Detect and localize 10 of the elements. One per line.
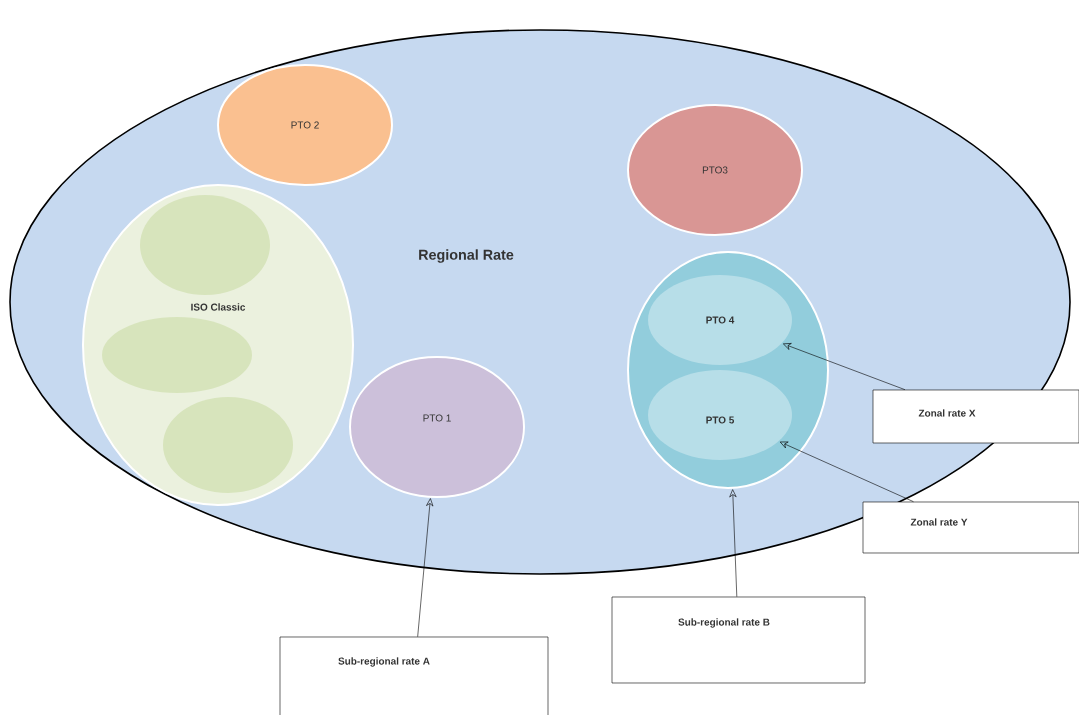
- ellipse: [163, 397, 293, 493]
- text-box: Zonal rate Y: [862, 501, 1079, 554]
- arrow: [779, 441, 914, 502]
- arrow: [417, 498, 434, 637]
- arrow: [729, 489, 738, 597]
- text-box: Sub-regional rate B: [611, 596, 866, 684]
- arrow: [783, 343, 906, 390]
- ellipse: [102, 317, 252, 393]
- ellipse: [140, 195, 270, 295]
- text-box: Sub-regional rate A: [279, 636, 549, 715]
